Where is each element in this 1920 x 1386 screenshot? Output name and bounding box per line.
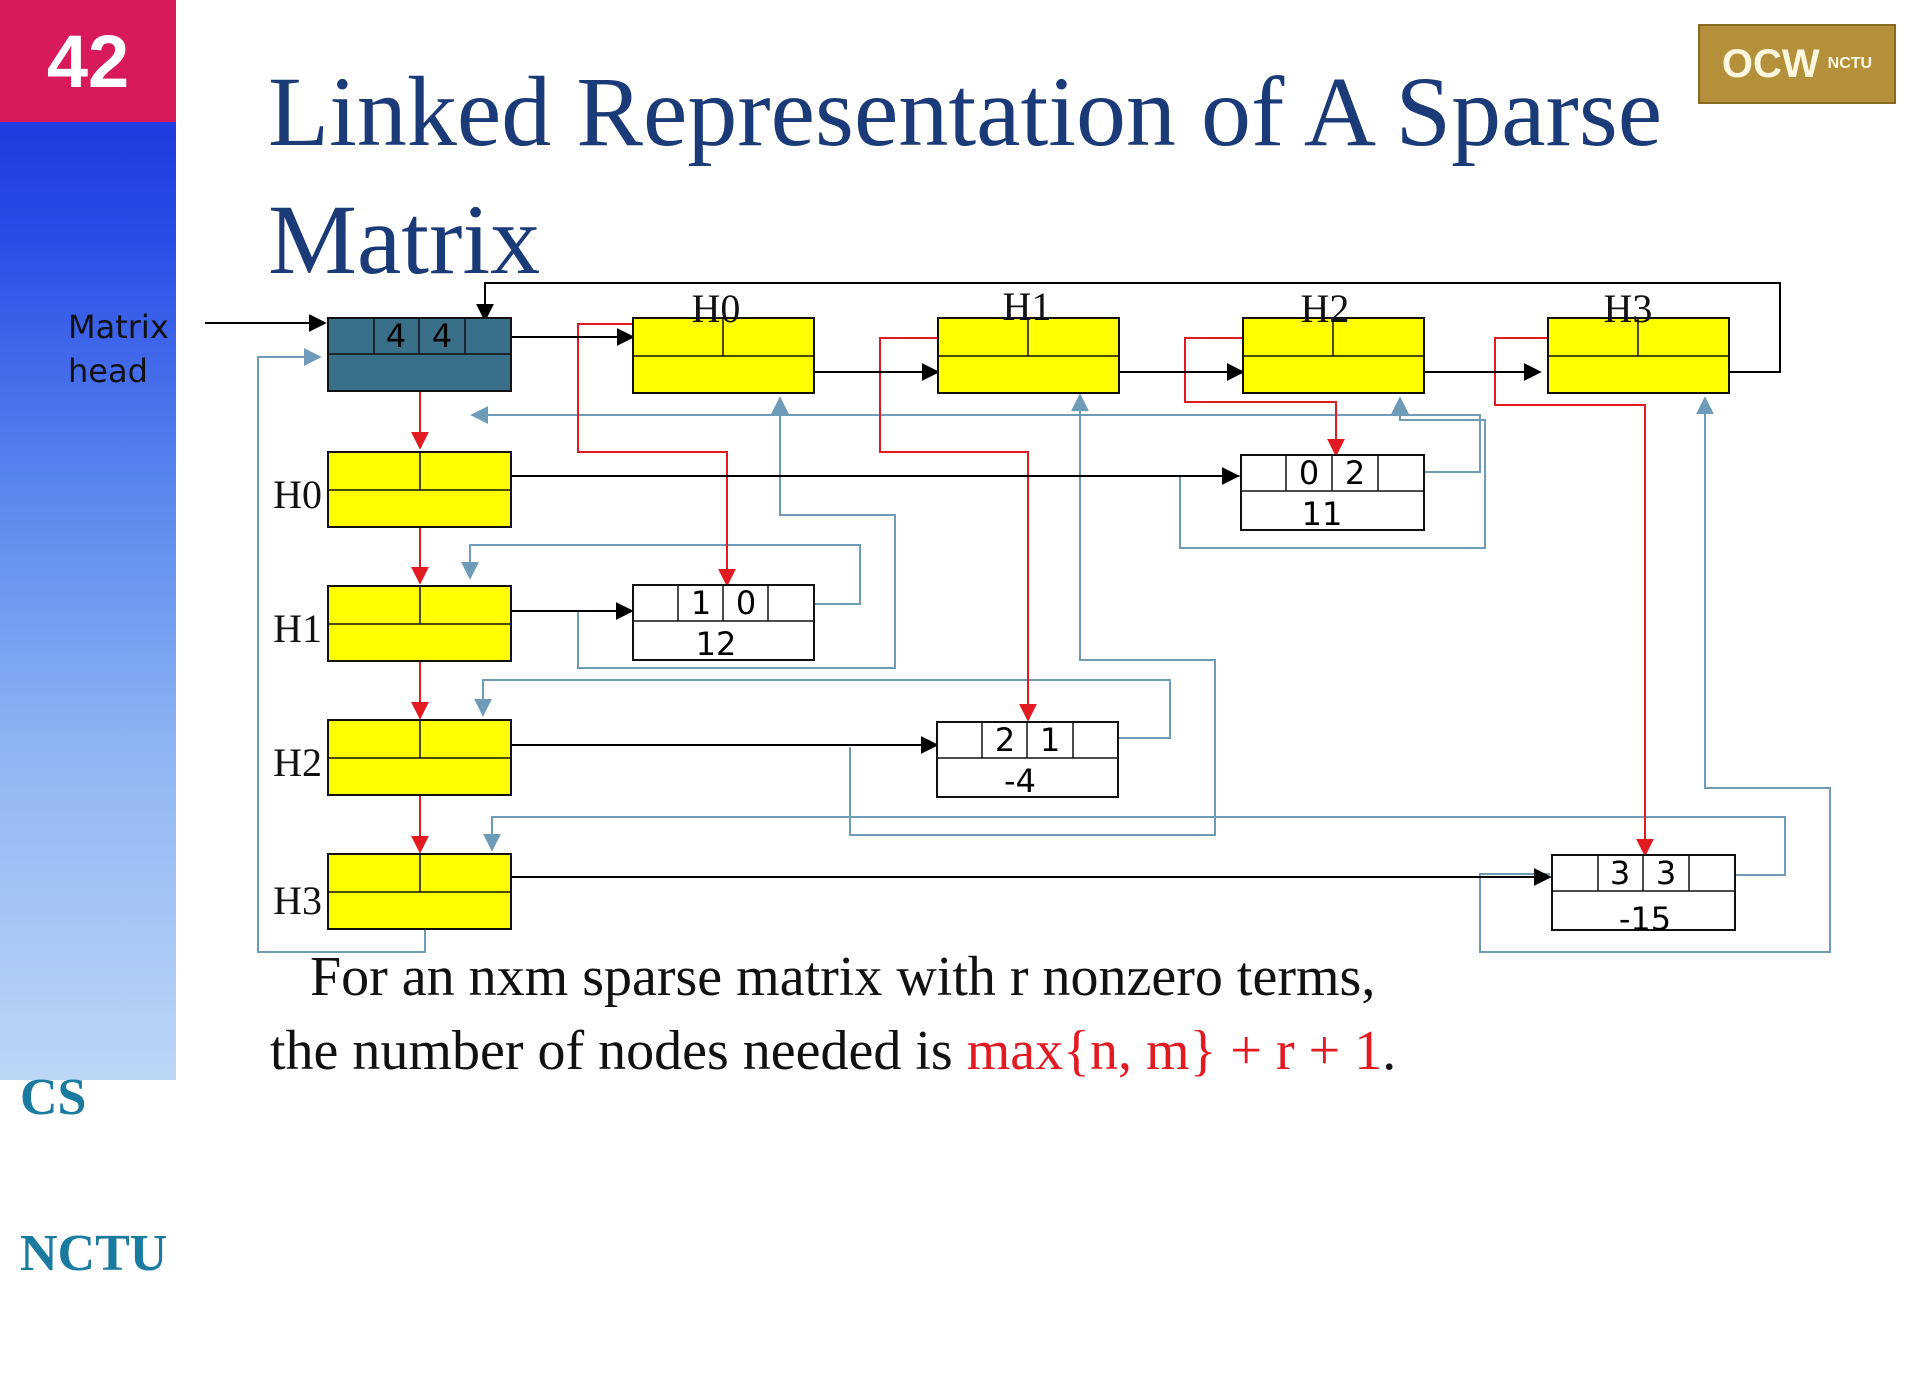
entry-node-2-1: 2 1 -4 xyxy=(936,721,1119,800)
matrix-head-label: Matrix head xyxy=(68,308,179,390)
slide-number: 42 xyxy=(0,0,176,122)
row-header-node-h3: H3 xyxy=(273,853,512,930)
right-links xyxy=(205,282,1781,886)
footer-line-1: For an nxm sparse matrix with r nonzero … xyxy=(310,946,1376,1008)
row-header-label-h1: H1 xyxy=(273,606,322,651)
entry-row-2-1: 2 xyxy=(995,721,1015,759)
row-header-nodes: H0 H1 H2 H3 xyxy=(273,451,512,930)
entry-node-3-3: 3 3 -15 xyxy=(1551,854,1736,938)
row-header-node-h0: H0 xyxy=(273,451,512,528)
entry-value-3-3: -15 xyxy=(1619,900,1671,938)
column-header-label-h3: H3 xyxy=(1604,286,1653,331)
row2-wrap-link xyxy=(474,679,1171,739)
matrix-head-node: 4 4 xyxy=(327,317,512,392)
entry-node-0-2: 0 2 11 xyxy=(1240,454,1425,533)
entry-row-0-2: 0 xyxy=(1299,454,1319,492)
row1-wrap-link xyxy=(461,544,861,605)
matrix-head-cols: 4 xyxy=(432,317,452,355)
col1-down-link xyxy=(879,337,1037,722)
ocw-logo: OCW NCTU xyxy=(1698,24,1896,104)
row-header-node-h1: H1 xyxy=(273,585,512,662)
footer-line-2: the number of nodes needed is max{n, m} … xyxy=(270,1020,1396,1082)
col0-down-link xyxy=(577,323,736,587)
column-header-label-h1: H1 xyxy=(1003,284,1052,329)
row-header-label-h0: H0 xyxy=(273,472,322,517)
matrix-head-label-line2: head xyxy=(68,352,148,390)
logo-subtext: NCTU xyxy=(1827,55,1873,73)
col2-down-link xyxy=(1184,337,1345,457)
col0-wrap-link xyxy=(577,396,896,669)
col1-wrap-link xyxy=(849,393,1216,836)
entry-node-1-0: 1 0 12 xyxy=(632,584,815,663)
entry-nodes: 0 2 11 1 0 12 2 1 -4 xyxy=(632,454,1736,938)
wrap-links xyxy=(257,348,1831,953)
logo-text: OCW xyxy=(1721,41,1820,86)
entry-row-1-0: 1 xyxy=(691,584,711,622)
row-header-label-h2: H2 xyxy=(273,740,322,785)
row3-wrap-link xyxy=(483,816,1786,876)
column-header-node-h1: H1 xyxy=(937,284,1120,394)
nctu-text: NCTU xyxy=(20,1225,168,1282)
col3-down-link xyxy=(1494,337,1654,857)
row0-wrap-link xyxy=(470,406,1481,473)
footer-line-2-prefix: the number of nodes needed is xyxy=(270,1020,967,1082)
linked-sparse-matrix-diagram: Matrix head 4 4 H0 H1 H2 xyxy=(68,282,1831,953)
colhead3-wrap-link xyxy=(476,282,1781,373)
column-header-label-h2: H2 xyxy=(1301,286,1350,331)
col3-wrap-link xyxy=(1479,396,1831,953)
matrix-head-rows: 4 xyxy=(386,317,406,355)
entry-value-1-0: 12 xyxy=(696,625,737,663)
column-header-label-h0: H0 xyxy=(692,286,741,331)
row-header-node-h2: H2 xyxy=(273,719,512,796)
entry-col-1-0: 0 xyxy=(736,584,756,622)
down-links xyxy=(411,323,1654,857)
entry-value-2-1: -4 xyxy=(1004,762,1036,800)
entry-value-0-2: 11 xyxy=(1302,495,1343,533)
column-header-node-h3: H3 xyxy=(1547,286,1730,394)
row-header-label-h3: H3 xyxy=(273,878,322,923)
column-header-node-h0: H0 xyxy=(632,286,815,394)
entry-col-0-2: 2 xyxy=(1345,454,1365,492)
slide-title: Linked Representation of A Sparse Matrix xyxy=(268,56,1663,295)
entry-row-3-3: 3 xyxy=(1610,854,1630,892)
column-header-node-h2: H2 xyxy=(1242,286,1425,394)
footer-line-2-suffix: . xyxy=(1382,1020,1397,1082)
head-wrap-link xyxy=(257,348,426,953)
footer-text: For an nxm sparse matrix with r nonzero … xyxy=(270,940,1910,1088)
column-header-nodes: H0 H1 H2 H3 xyxy=(632,284,1730,394)
matrix-head-label-line1: Matrix xyxy=(68,308,169,346)
node-count-formula: max{n, m} + r + 1 xyxy=(966,1020,1383,1082)
entry-col-3-3: 3 xyxy=(1656,854,1676,892)
entry-col-2-1: 1 xyxy=(1040,721,1060,759)
